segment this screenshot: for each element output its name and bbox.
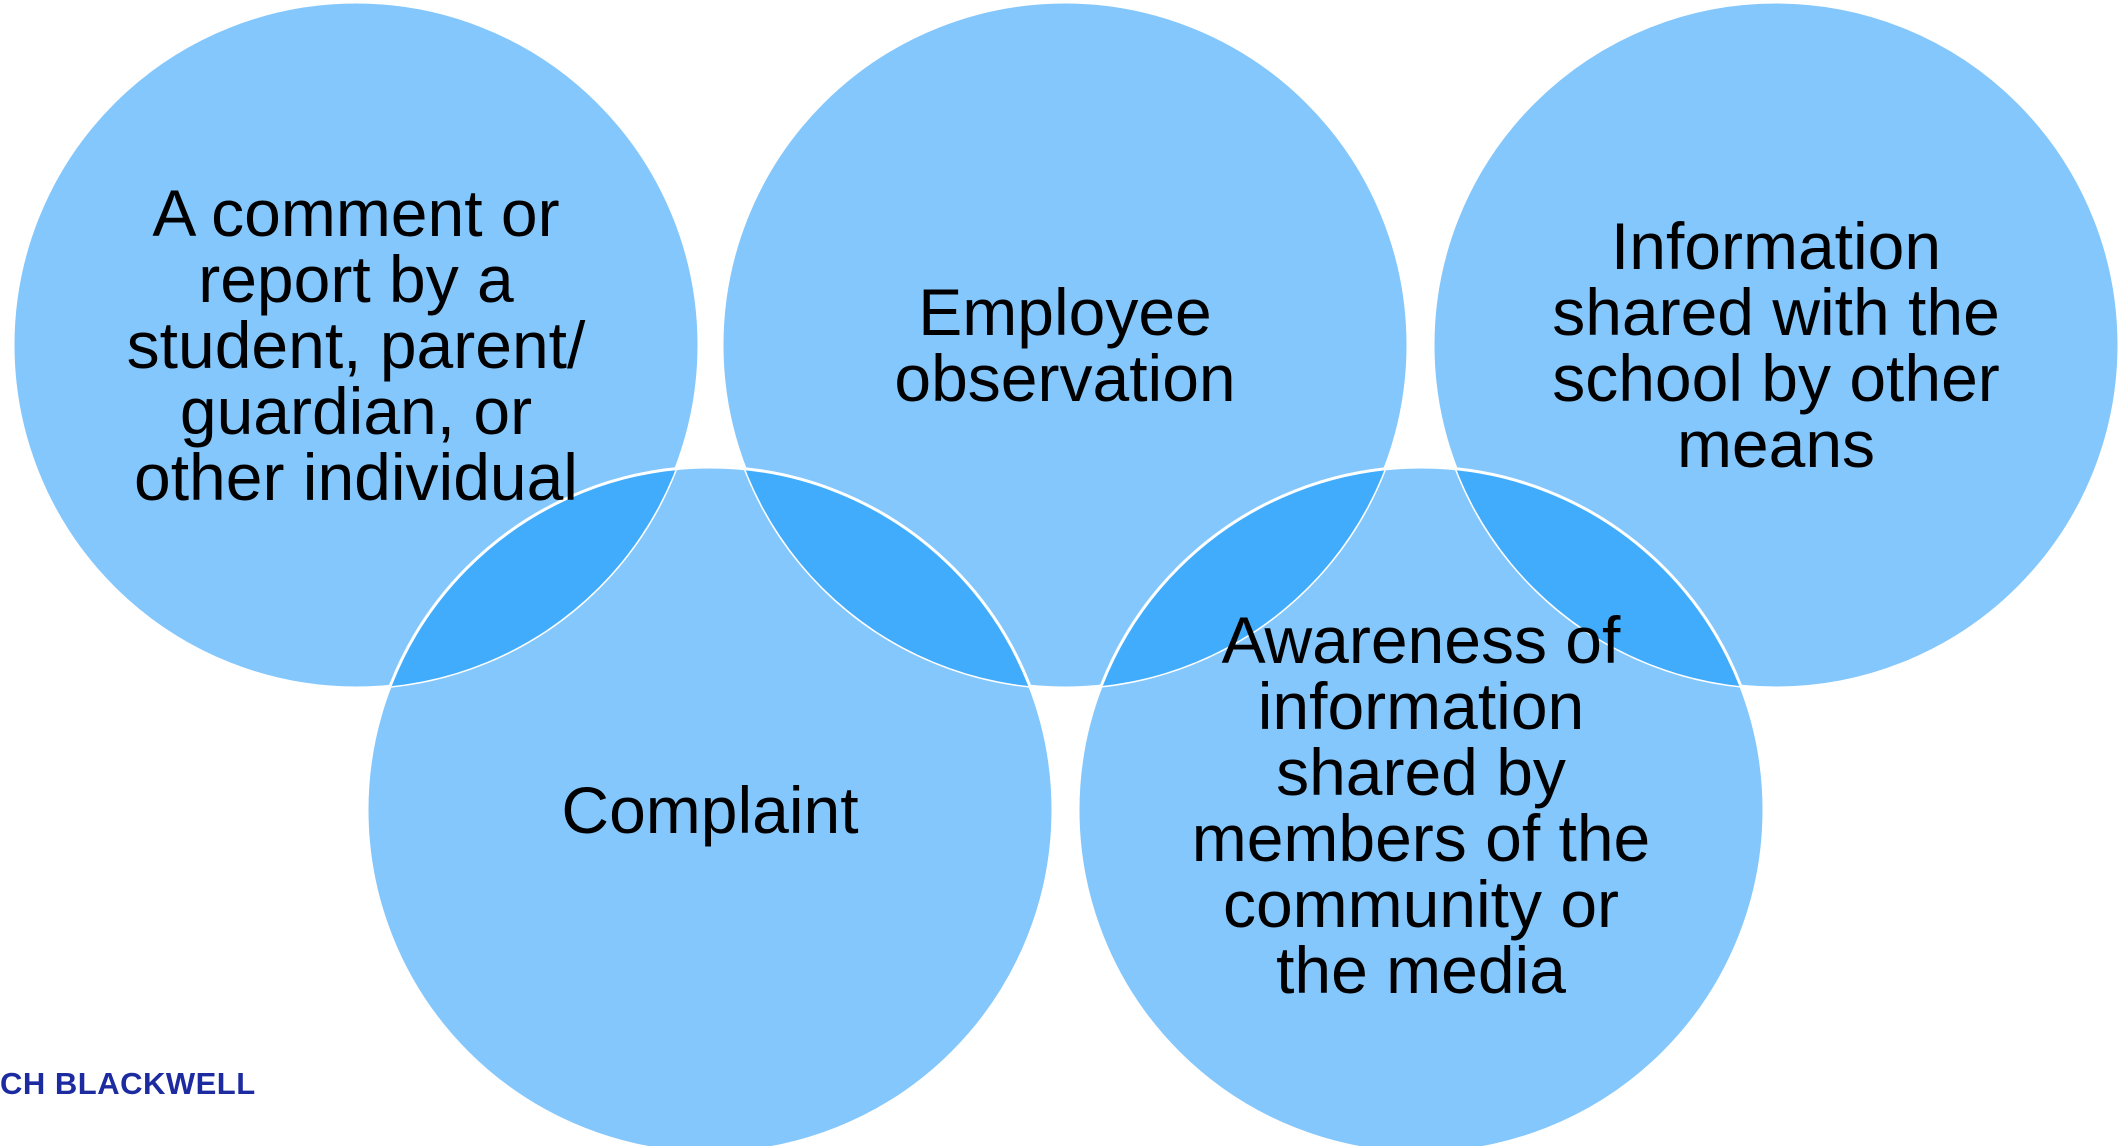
label-comment-report: A comment or report by a student, parent…: [126, 176, 586, 514]
company-logo-text: CH BLACKWELL: [0, 1066, 256, 1101]
circle-awareness: [1076, 465, 1766, 1146]
circle-comment-report: [11, 0, 701, 690]
label-awareness: Awareness of information shared by membe…: [1191, 603, 1651, 1007]
circle-employee-observation: [720, 0, 1410, 690]
label-employee-observation: Employee observation: [894, 275, 1236, 415]
circle-information-shared: [1431, 0, 2119, 690]
label-complaint: Complaint: [561, 773, 859, 847]
label-information-shared: Information shared with the school by ot…: [1552, 209, 2000, 481]
